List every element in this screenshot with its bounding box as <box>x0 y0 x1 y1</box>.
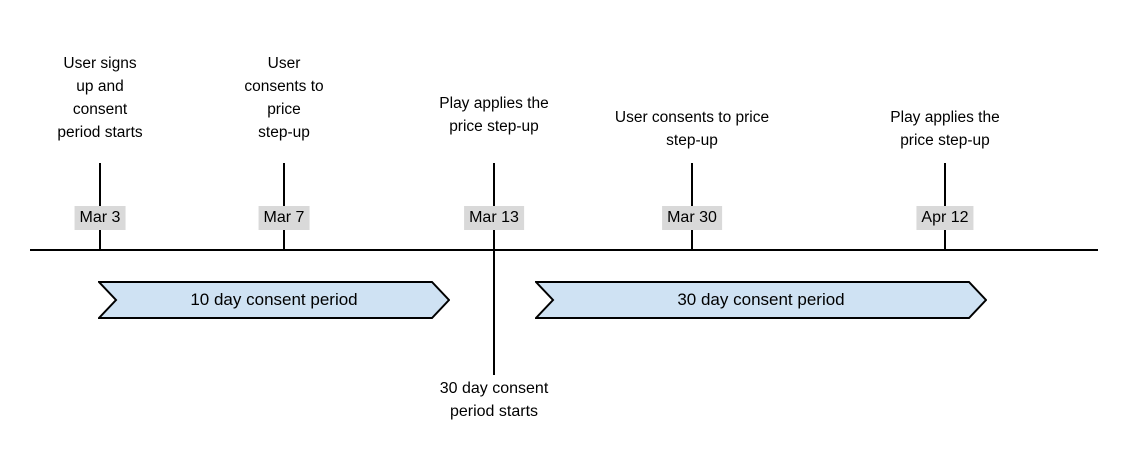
timeline-axis <box>30 249 1098 251</box>
period-banner-10-day: 10 day consent period <box>98 281 450 319</box>
event-label-user-consents-2: User consents to price step-up <box>614 109 770 149</box>
date-badge-mar-7: Mar 7 <box>258 206 310 230</box>
period-label-30-day: 30 day consent period <box>677 290 845 309</box>
chevron-banner-arrow-icon <box>98 281 450 319</box>
callout-30-day-consent-starts: 30 day consent period starts <box>439 380 549 420</box>
event-label-play-applies-1: Play applies the price step-up <box>439 95 549 135</box>
date-badge-mar-13: Mar 13 <box>464 206 524 230</box>
event-label-play-applies-2: Play applies the price step-up <box>890 109 1000 149</box>
event-label-user-signs-up: User signs up and consent period starts <box>57 55 143 141</box>
date-badge-mar-3: Mar 3 <box>74 206 126 230</box>
date-badge-mar-30: Mar 30 <box>662 206 722 230</box>
date-badge-apr-12: Apr 12 <box>916 206 974 230</box>
period-banner-30-day: 30 day consent period <box>535 281 987 319</box>
chevron-banner-arrow-icon <box>535 281 987 319</box>
event-label-user-consents-1: User consents to price step-up <box>244 55 324 141</box>
callout-tick-line <box>493 163 495 375</box>
period-label-10-day: 10 day consent period <box>190 290 358 309</box>
